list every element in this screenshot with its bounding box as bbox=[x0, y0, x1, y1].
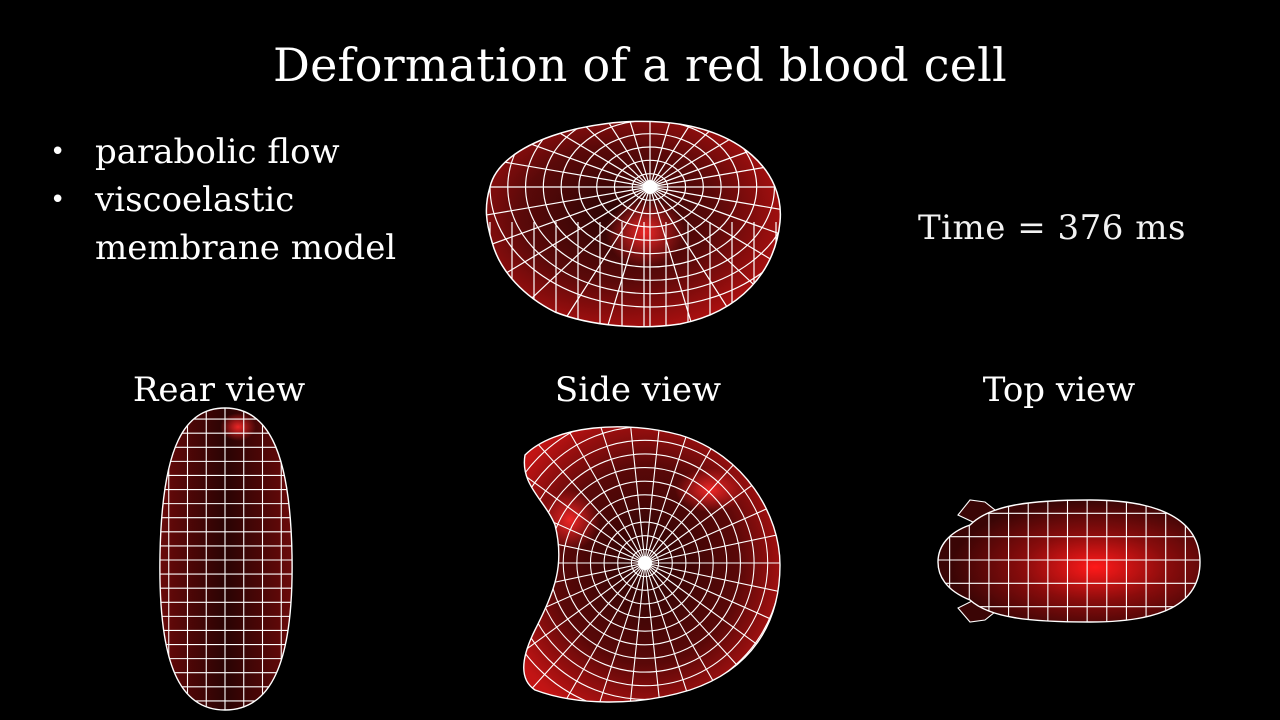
slide-title: Deformation of a red blood cell bbox=[273, 38, 1007, 92]
dimple-center-marker bbox=[638, 556, 652, 570]
cell-top-view bbox=[937, 499, 1201, 623]
bullet-item: • viscoelastic membrane model bbox=[48, 176, 455, 272]
rear-view-label: Rear view bbox=[132, 370, 306, 410]
bullet-text: parabolic flow bbox=[95, 132, 340, 172]
bullet-item: • parabolic flow bbox=[48, 128, 455, 176]
time-readout: Time = 376 ms bbox=[918, 208, 1186, 248]
bullet-list: • parabolic flow • viscoelastic membrane… bbox=[48, 128, 455, 272]
dimple-center-marker bbox=[643, 180, 657, 194]
top-view-label: Top view bbox=[982, 370, 1136, 410]
cell-perspective-view bbox=[485, 120, 782, 328]
cell-side-view bbox=[523, 426, 781, 703]
side-view-label: Side view bbox=[554, 370, 722, 410]
bullet-icon: • bbox=[50, 185, 66, 215]
bullet-icon: • bbox=[50, 137, 66, 167]
cell-body bbox=[485, 120, 782, 328]
cell-rear-view bbox=[159, 407, 293, 711]
bullet-text: viscoelastic membrane model bbox=[95, 180, 397, 268]
